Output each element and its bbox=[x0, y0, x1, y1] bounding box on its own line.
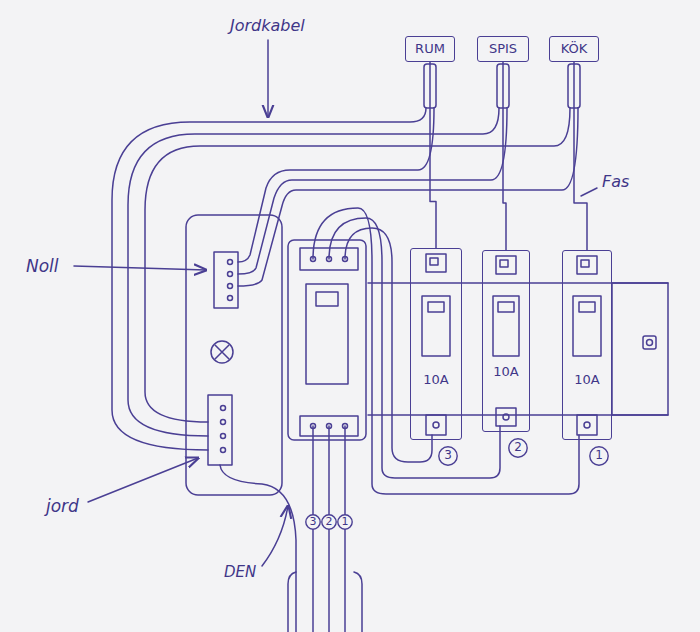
callout-label: Fas bbox=[600, 172, 631, 191]
circle-outline bbox=[590, 447, 608, 465]
callout-number: 3 bbox=[438, 446, 458, 466]
breaker-terminal bbox=[426, 254, 446, 272]
terminal-screw bbox=[228, 284, 233, 289]
circle-outline bbox=[338, 515, 352, 529]
breaker-toggle bbox=[579, 302, 595, 312]
callout-text: 3 bbox=[309, 516, 318, 528]
terminal-screw bbox=[433, 422, 439, 428]
terminal-screw bbox=[228, 272, 233, 277]
circuit-box: SPIS bbox=[477, 36, 529, 62]
breaker-toggle bbox=[498, 302, 514, 312]
breaker-terminal bbox=[496, 408, 516, 426]
breaker-switch bbox=[573, 296, 601, 356]
breaker-switch bbox=[493, 296, 519, 356]
earth-wire bbox=[145, 108, 570, 422]
phase-wire bbox=[345, 228, 432, 462]
callout-text: 2 bbox=[325, 516, 334, 528]
phase-wire bbox=[503, 62, 506, 250]
terminal-screw bbox=[503, 414, 509, 420]
callout-label: DEN bbox=[222, 563, 258, 581]
breaker-terminal bbox=[577, 415, 597, 435]
leader-arrow bbox=[88, 458, 198, 502]
circle-outline bbox=[509, 439, 527, 457]
callout-number: 1 bbox=[589, 446, 609, 466]
label-anchor: Fas bbox=[600, 172, 631, 191]
circle-outline bbox=[322, 515, 336, 529]
node-text: SPIS bbox=[488, 42, 518, 56]
circuit-box: RUM bbox=[405, 36, 455, 62]
neutral-bar bbox=[214, 252, 238, 308]
leader-line bbox=[581, 188, 597, 196]
terminal-screw bbox=[221, 406, 226, 411]
terminal-screw bbox=[221, 420, 226, 425]
callout-text: 3 bbox=[443, 449, 453, 462]
terminal-screw bbox=[581, 260, 589, 267]
breaker-terminal bbox=[577, 256, 597, 274]
earth-wire bbox=[112, 108, 426, 450]
terminal-screw bbox=[228, 296, 233, 301]
earth-wire bbox=[128, 108, 499, 436]
terminal-screw bbox=[228, 260, 233, 265]
leader-arrow bbox=[267, 40, 269, 117]
callout-text: 2 bbox=[513, 441, 523, 454]
callout-label: Jordkabel bbox=[228, 16, 307, 35]
phase-wire bbox=[329, 218, 500, 478]
neutral-wire bbox=[238, 108, 434, 262]
callout-number: 3 bbox=[305, 514, 321, 531]
circuit-box: KÖK bbox=[549, 36, 599, 62]
callout-text: 1 bbox=[594, 449, 604, 462]
label-anchor: DEN bbox=[222, 562, 258, 581]
breaker: 10A bbox=[410, 248, 462, 440]
breaker: 10A bbox=[482, 250, 530, 432]
switch-window bbox=[306, 284, 348, 384]
label-anchor: Jordkabel bbox=[228, 16, 307, 35]
node-text: KÖK bbox=[560, 42, 589, 56]
main-switch bbox=[288, 240, 366, 440]
node-text: 10A bbox=[573, 373, 600, 387]
blank-cover bbox=[612, 283, 668, 415]
node-text: 10A bbox=[422, 373, 449, 387]
node-text: RUM bbox=[414, 42, 446, 56]
cover-screw bbox=[643, 336, 656, 349]
neutral-wire bbox=[238, 108, 578, 286]
breaker-terminal bbox=[496, 256, 516, 274]
earth-wire bbox=[220, 465, 296, 632]
node-text: 10A bbox=[492, 365, 519, 379]
callout-label: Noll bbox=[24, 256, 61, 276]
earth-bar bbox=[208, 395, 232, 465]
terminal-screw bbox=[221, 448, 226, 453]
terminal-screw bbox=[584, 422, 590, 428]
label-anchor: jord bbox=[44, 496, 81, 516]
leader-arrow bbox=[262, 506, 288, 566]
switch-toggle bbox=[316, 292, 338, 306]
circle-outline bbox=[439, 447, 457, 465]
cable-sheath bbox=[354, 572, 362, 632]
callout-text: 1 bbox=[341, 516, 350, 528]
cover-screw bbox=[647, 340, 653, 346]
leader-arrow bbox=[74, 266, 206, 270]
phase-wire bbox=[430, 62, 436, 248]
mounting-screw bbox=[215, 345, 229, 359]
mounting-screw bbox=[211, 341, 233, 363]
cable-sheath bbox=[288, 572, 296, 632]
breaker-toggle bbox=[428, 302, 444, 312]
callout-number: 1 bbox=[337, 514, 353, 531]
terminal-screw bbox=[221, 434, 226, 439]
breaker-terminal bbox=[426, 415, 446, 435]
callout-number: 2 bbox=[321, 514, 337, 531]
breaker: 10A bbox=[562, 250, 612, 440]
circle-outline bbox=[306, 515, 320, 529]
callout-label: jord bbox=[44, 496, 81, 516]
callout-number: 2 bbox=[508, 438, 528, 458]
terminal-screw bbox=[500, 260, 508, 267]
breaker-switch bbox=[422, 296, 450, 356]
phase-wire bbox=[574, 62, 587, 250]
label-anchor: Noll bbox=[24, 256, 61, 276]
phase-wire bbox=[313, 208, 579, 494]
terminal-screw bbox=[430, 258, 438, 265]
